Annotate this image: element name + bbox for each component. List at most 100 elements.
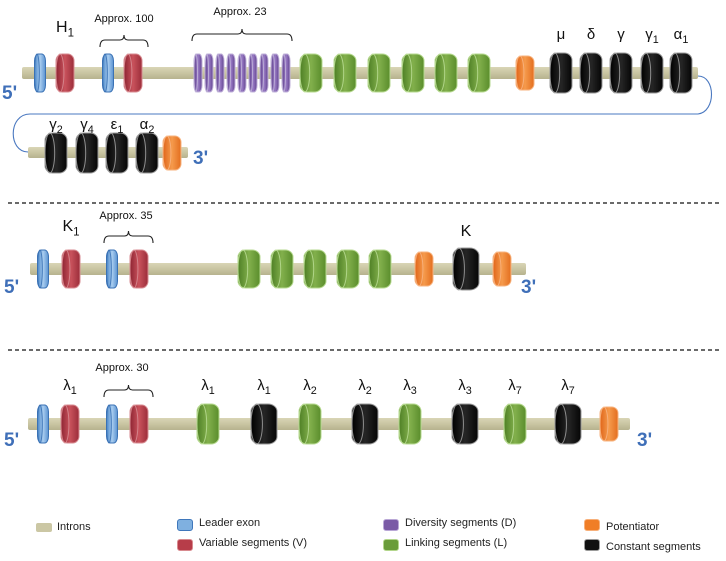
heavy-diversity-3 bbox=[215, 53, 225, 93]
kappa-constant-label: K bbox=[461, 223, 472, 240]
heavy-diversity-2 bbox=[204, 53, 214, 93]
kappa-variable-1-cap bbox=[61, 249, 71, 289]
heavy-v-label: H1 bbox=[56, 19, 74, 39]
lambda-potentiator-1 bbox=[599, 406, 619, 442]
heavy-diversity-9-cap bbox=[281, 53, 287, 93]
heavy-diversity-7 bbox=[259, 53, 269, 93]
kappa-leader-2 bbox=[106, 249, 118, 289]
lambda-pair-label-8: λ7 bbox=[561, 377, 575, 397]
lambda-variable-2-cap bbox=[129, 404, 139, 444]
lambda-pair-label-1: λ1 bbox=[201, 377, 215, 397]
heavy-potentiator-1 bbox=[515, 55, 535, 91]
heavy-linking-5-cap bbox=[434, 53, 446, 93]
legend-variable-swatch bbox=[177, 539, 193, 551]
heavy-connector-line bbox=[12, 75, 712, 153]
heavy-constant-4 bbox=[640, 52, 664, 94]
lambda-pair-label-3: λ2 bbox=[303, 377, 317, 397]
heavy-diversity-7-cap bbox=[259, 53, 265, 93]
kappa-3prime: 3' bbox=[521, 277, 536, 298]
legend-variable-label: Variable segments (V) bbox=[199, 537, 308, 549]
legend-introns-label: Introns bbox=[57, 521, 91, 533]
heavy-diversity-5-cap bbox=[237, 53, 243, 93]
heavy-constant-label-5: α1 bbox=[674, 26, 689, 46]
heavy-linking-2-cap bbox=[333, 53, 345, 93]
heavy-potentiator-1-cap bbox=[515, 55, 525, 91]
kappa-leader-1-cap bbox=[37, 249, 43, 289]
lambda-segment-7 bbox=[503, 403, 527, 445]
lambda-pair-label-4: λ2 bbox=[358, 377, 372, 397]
lambda-segment-4-cap bbox=[351, 403, 364, 445]
kappa-leader-2-cap bbox=[106, 249, 112, 289]
heavy-diversity-4-cap bbox=[226, 53, 232, 93]
lambda-intron-bar bbox=[28, 418, 630, 430]
heavy-diversity-6 bbox=[248, 53, 258, 93]
heavy-approx-v: Approx. 100 bbox=[94, 13, 153, 25]
heavy-constant-5-cap bbox=[669, 52, 681, 94]
kappa-approx-v: Approx. 35 bbox=[99, 210, 152, 222]
heavy-constant-row2-1-cap bbox=[44, 132, 56, 174]
lambda-5prime: 5' bbox=[4, 430, 19, 451]
kappa-brace-v bbox=[103, 230, 154, 244]
heavy-linking-6 bbox=[467, 53, 491, 93]
heavy-brace-v bbox=[99, 34, 149, 48]
heavy-constant-row2-label-3: ε1 bbox=[111, 116, 124, 136]
heavy-constant-1-cap bbox=[549, 52, 561, 94]
kappa-v-label: K1 bbox=[62, 218, 79, 238]
heavy-diversity-9 bbox=[281, 53, 291, 93]
lambda-v-label: λ1 bbox=[63, 377, 77, 397]
legend-constant-label: Constant segments bbox=[606, 541, 701, 553]
heavy-linking-1 bbox=[299, 53, 323, 93]
kappa-linking-3-cap bbox=[303, 249, 315, 289]
heavy-leader-2-cap bbox=[102, 53, 108, 93]
lambda-segment-8-cap bbox=[554, 403, 567, 445]
legend-constant-swatch bbox=[584, 539, 600, 551]
heavy-constant-row2-4-cap bbox=[135, 132, 147, 174]
lambda-segment-3-cap bbox=[298, 403, 310, 445]
heavy-constant-4-cap bbox=[640, 52, 652, 94]
kappa-potentiator-1-cap bbox=[414, 251, 424, 287]
heavy-leader-1 bbox=[34, 53, 46, 93]
kappa-linking-1-cap bbox=[237, 249, 249, 289]
kappa-leader-1 bbox=[37, 249, 49, 289]
heavy-constant-label-2: δ bbox=[587, 26, 595, 43]
kappa-potentiator-2-cap bbox=[492, 251, 502, 287]
lambda-approx-v: Approx. 30 bbox=[95, 362, 148, 374]
kappa-linking-5 bbox=[368, 249, 392, 289]
heavy-leader-1-cap bbox=[34, 53, 40, 93]
heavy-constant-row2-1 bbox=[44, 132, 68, 174]
legend-linking-label: Linking segments (L) bbox=[405, 537, 508, 549]
lambda-segment-4 bbox=[351, 403, 379, 445]
heavy-constant-label-4: γ1 bbox=[645, 26, 659, 46]
kappa-linking-5-cap bbox=[368, 249, 380, 289]
heavy-leader-2 bbox=[102, 53, 114, 93]
heavy-constant-label-3: γ bbox=[617, 26, 625, 43]
legend-leader-label: Leader exon bbox=[199, 517, 261, 529]
lambda-variable-1-cap bbox=[60, 404, 70, 444]
heavy-constant-3-cap bbox=[609, 52, 621, 94]
heavy-linking-6-cap bbox=[467, 53, 479, 93]
lambda-segment-5 bbox=[398, 403, 422, 445]
heavy-constant-label-1: μ bbox=[557, 26, 566, 43]
lambda-segment-8 bbox=[554, 403, 582, 445]
lambda-segment-7-cap bbox=[503, 403, 515, 445]
heavy-constant-row2-2 bbox=[75, 132, 99, 174]
heavy-diversity-4 bbox=[226, 53, 236, 93]
heavy-constant-2 bbox=[579, 52, 603, 94]
heavy-diversity-8-cap bbox=[270, 53, 276, 93]
kappa-linking-3 bbox=[303, 249, 327, 289]
lambda-variable-2 bbox=[129, 404, 149, 444]
legend-leader-swatch bbox=[177, 519, 193, 531]
kappa-potentiator-2 bbox=[492, 251, 512, 287]
lambda-brace-v bbox=[103, 384, 154, 398]
heavy-linking-4-cap bbox=[401, 53, 413, 93]
lambda-leader-1 bbox=[37, 404, 49, 444]
lambda-segment-6-cap bbox=[451, 403, 464, 445]
lambda-pair-label-7: λ7 bbox=[508, 377, 522, 397]
legend-diversity-swatch bbox=[383, 519, 399, 531]
kappa-potentiator-1 bbox=[414, 251, 434, 287]
kappa-variable-1 bbox=[61, 249, 81, 289]
kappa-linking-4-cap bbox=[336, 249, 348, 289]
